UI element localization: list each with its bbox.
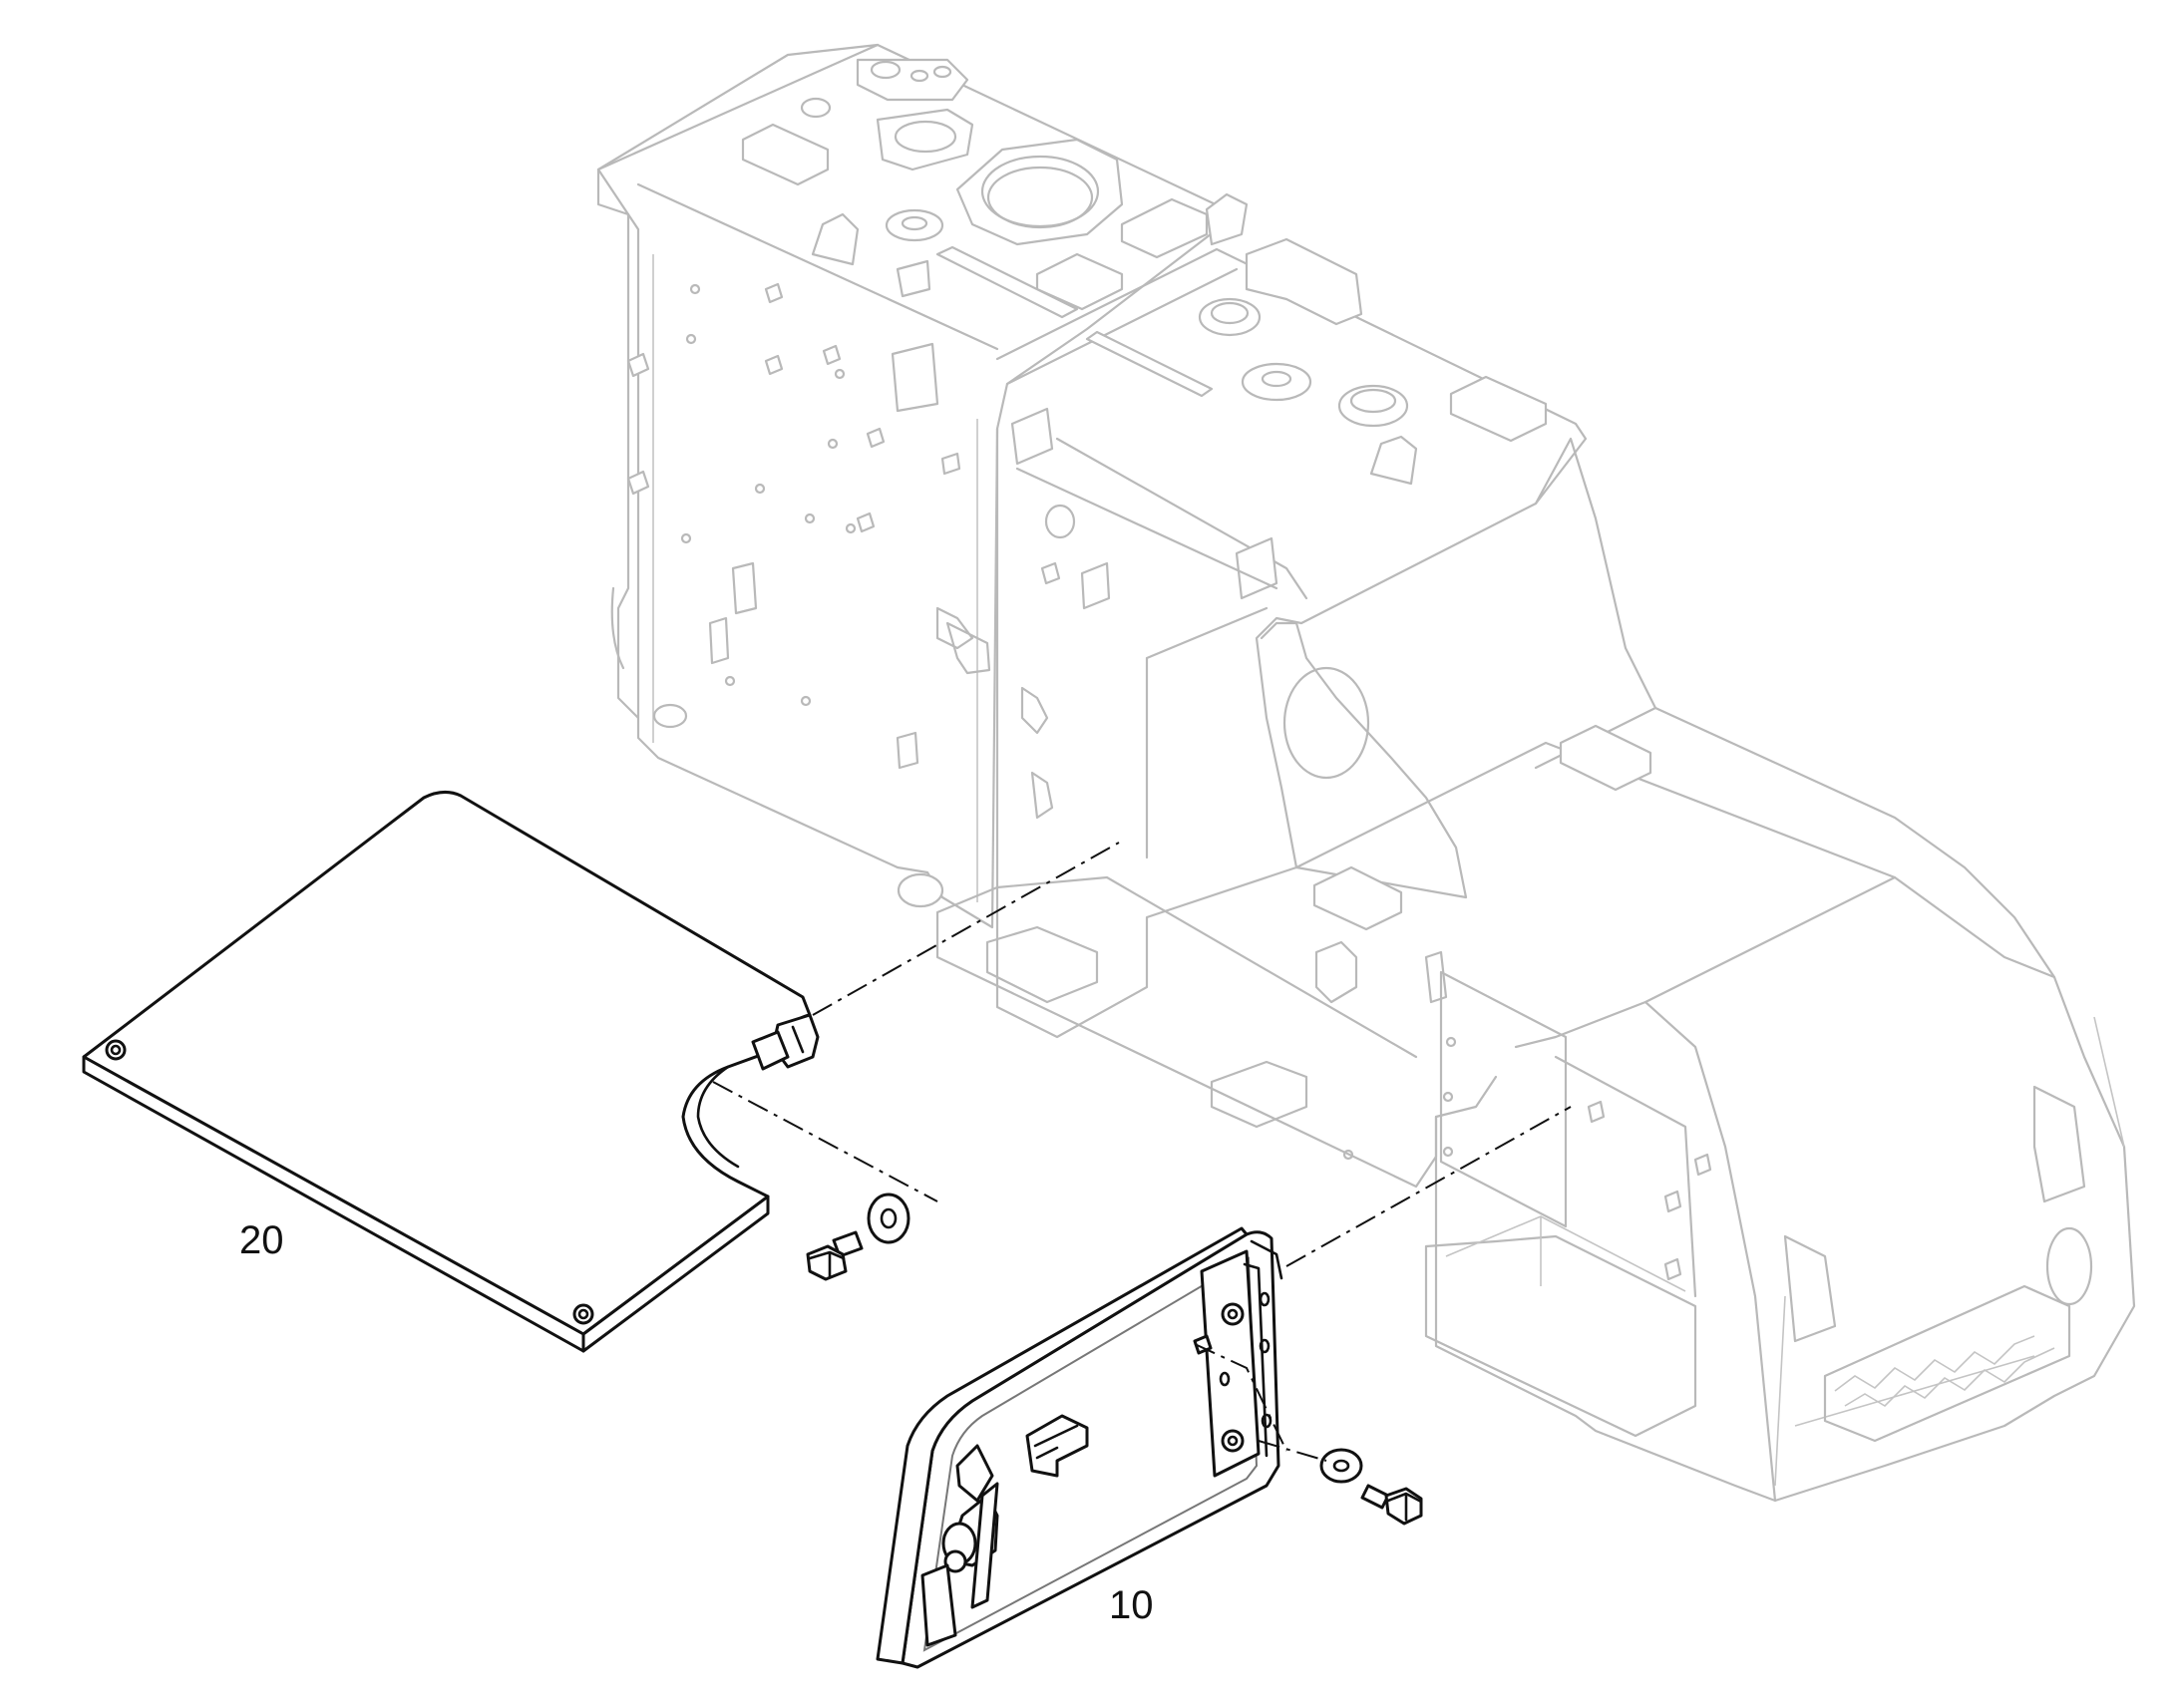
door-lock-nut [943,1549,967,1573]
cab-side-hole [2045,1226,2093,1306]
part-20-bolt-and-washer [806,1193,910,1281]
top-lifting-eye-mid [1205,192,1249,246]
part-20-washer-hole [880,1207,898,1229]
middle-front-face [1260,621,1468,899]
step-tread [1834,1335,2055,1408]
cover-plate-screw-left-head [110,1044,122,1056]
door-latch-bracket [1025,1414,1089,1478]
part-20-washer [867,1193,910,1244]
part-10-bolt-and-washer [1319,1448,1423,1526]
top-small-flange [885,208,944,242]
middle-side-window [1282,666,1370,780]
lower-frame-rail [935,875,1438,1189]
part-10-door-panel [876,1226,1283,1669]
door-hinge-rod [1243,1239,1283,1458]
centerline-door-hinge-top [1285,1106,1572,1267]
part-10-bolt-shank [1360,1484,1390,1510]
cover-plate-screw-right-head [577,1308,589,1320]
mid-top-lug [1245,237,1363,326]
cab-top-pad-1 [1559,724,1652,792]
top-plate-hole-2 [909,69,929,83]
top-plate-hole-1 [870,60,902,80]
cover-plate-screw-right [572,1303,594,1325]
centerline-door-hinge-bottom [1194,1343,1287,1452]
door-lock-bottom [920,1563,957,1647]
cover-plate-notch-inner [696,1065,740,1169]
left-housing-front-edge [626,212,640,720]
top-small-flange-bore [901,215,928,231]
door-lock-rod [970,1482,999,1609]
middle-section-top-edge [1005,267,1308,600]
part-10-washer [1319,1448,1363,1484]
mid-top-collar-1 [1198,297,1262,337]
top-boss-plate [856,58,969,102]
door-latch-bracket-detail [1033,1424,1079,1460]
door-hinge-hole-1 [1259,1291,1271,1307]
door-hinge-bolt-bottom [1221,1429,1245,1453]
door-hinge-strap [1200,1249,1261,1478]
cover-plate-thickness-right [581,1195,770,1353]
left-housing-side-panel [652,254,978,902]
part-10-washer-hole [1332,1459,1350,1473]
top-collar-ring [894,120,957,154]
centerline-door-bolt [1258,1440,1327,1462]
door-lock-handle [955,1444,994,1503]
cover-plate-bracket [751,1030,790,1071]
left-housing-fasteners [610,259,974,908]
top-large-flange-bore-inner [986,166,1094,229]
mid-top-collar-1-bore [1210,301,1250,325]
part-20-cover-plate [82,791,820,1353]
cab-base-outline [1434,437,2136,1503]
battery-box-outline [1424,1234,1697,1438]
part-20-bolt-head [806,1244,848,1281]
mid-top-flange-2-bore [1261,370,1292,388]
part-20-bolt-head-facets [808,1250,846,1278]
cab-top-surface [1294,741,1897,1049]
compartment-opening [1439,970,1697,1298]
mid-top-slot-bar [1085,330,1214,398]
mid-top-flange-2 [1241,362,1312,402]
door-hinge-bolt-bottom-inner [1227,1435,1239,1447]
cab-side-panel-lines [1774,1016,2125,1487]
cab-small-nuts [1342,1036,1712,1281]
door-hinge-bolt-top [1221,1302,1245,1326]
part-10-bolt-head-facets [1386,1492,1423,1522]
centerline-cover-notch [712,1081,938,1202]
cab-lower-bracket [1314,940,1448,1004]
door-hinge-hole-2 [1259,1338,1271,1354]
middle-section-outline [995,247,1588,1039]
cab-top-pad-2 [1312,865,1403,931]
top-washer-small [800,97,832,119]
mid-top-lifting-eye [1369,435,1418,486]
top-lifting-eye-left [811,212,860,266]
top-pad-3 [1120,197,1209,259]
top-collar-plate [876,108,974,171]
mid-top-pad [1449,375,1548,443]
mid-top-collar-3 [1337,384,1409,428]
callout-label-20: 20 [239,1218,284,1262]
cab-side-bracket-right [1783,1085,2086,1343]
centerline-cover-flange [812,842,1120,1016]
callout-label-10: 10 [1109,1583,1154,1627]
mid-top-collar-3-bore [1349,388,1397,414]
top-slot-bar [935,245,1079,319]
lower-frame-bracket-2 [1210,1060,1308,1129]
chassis-frame [596,43,2136,1503]
door-panel-edge [876,1226,1249,1665]
top-plate-hole-3 [932,65,952,79]
cover-plate-screw-left [105,1039,127,1061]
step-outline [1823,1284,2071,1443]
middle-face-details [945,407,1278,859]
assembly-centerlines [712,842,1572,1462]
door-hinge-hole-4 [1261,1413,1272,1429]
left-housing-top-edge [596,43,999,351]
cab-rear-panel [1534,706,2056,1503]
top-pad-1 [741,123,830,186]
lower-frame-bracket [985,925,1099,1004]
door-hinge-hole-3 [1219,1371,1231,1387]
battery-box-inner [1445,1215,1686,1292]
door-hinge-bolt-top-inner [1227,1308,1239,1320]
